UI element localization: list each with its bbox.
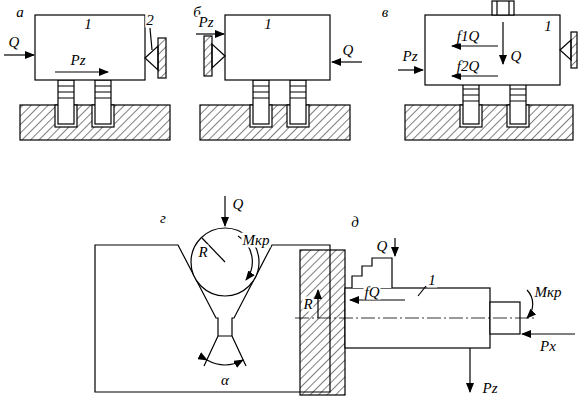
scheme-v xyxy=(398,1,577,140)
radius-label: R xyxy=(302,297,313,312)
force-label: f1Q xyxy=(456,29,481,44)
force-label: Pz xyxy=(198,15,215,30)
chuck-scheme xyxy=(295,238,575,395)
force-label: fQ xyxy=(364,285,381,300)
force-label: Q xyxy=(232,197,245,212)
force-label: Q xyxy=(376,239,389,254)
scheme-a xyxy=(4,15,170,140)
figure-letter: в xyxy=(381,5,390,20)
part-number: 1 xyxy=(427,273,437,288)
figure-letter: г xyxy=(159,211,167,226)
part-number: 2 xyxy=(145,13,155,28)
scheme-b xyxy=(196,15,362,140)
force-label: Pz xyxy=(70,53,87,68)
force-label: Pz xyxy=(402,49,419,64)
angle-label: α xyxy=(220,373,230,388)
torque-label: Mкр xyxy=(241,233,270,248)
part-number: 1 xyxy=(263,17,273,32)
figure-letter: д xyxy=(350,215,360,230)
torque-label: Mкр xyxy=(533,285,562,300)
part-number: 1 xyxy=(543,19,553,34)
force-label: Q xyxy=(342,43,355,58)
part-number: 1 xyxy=(83,17,93,32)
force-label: Pz xyxy=(482,381,499,396)
figure-letter: а xyxy=(15,5,25,20)
force-label: f2Q xyxy=(456,59,481,74)
force-label: Q xyxy=(510,49,523,64)
force-label: Q xyxy=(8,35,21,50)
radius-label: R xyxy=(197,245,208,260)
v-block-scheme xyxy=(95,196,330,392)
force-label: Px xyxy=(539,339,557,354)
